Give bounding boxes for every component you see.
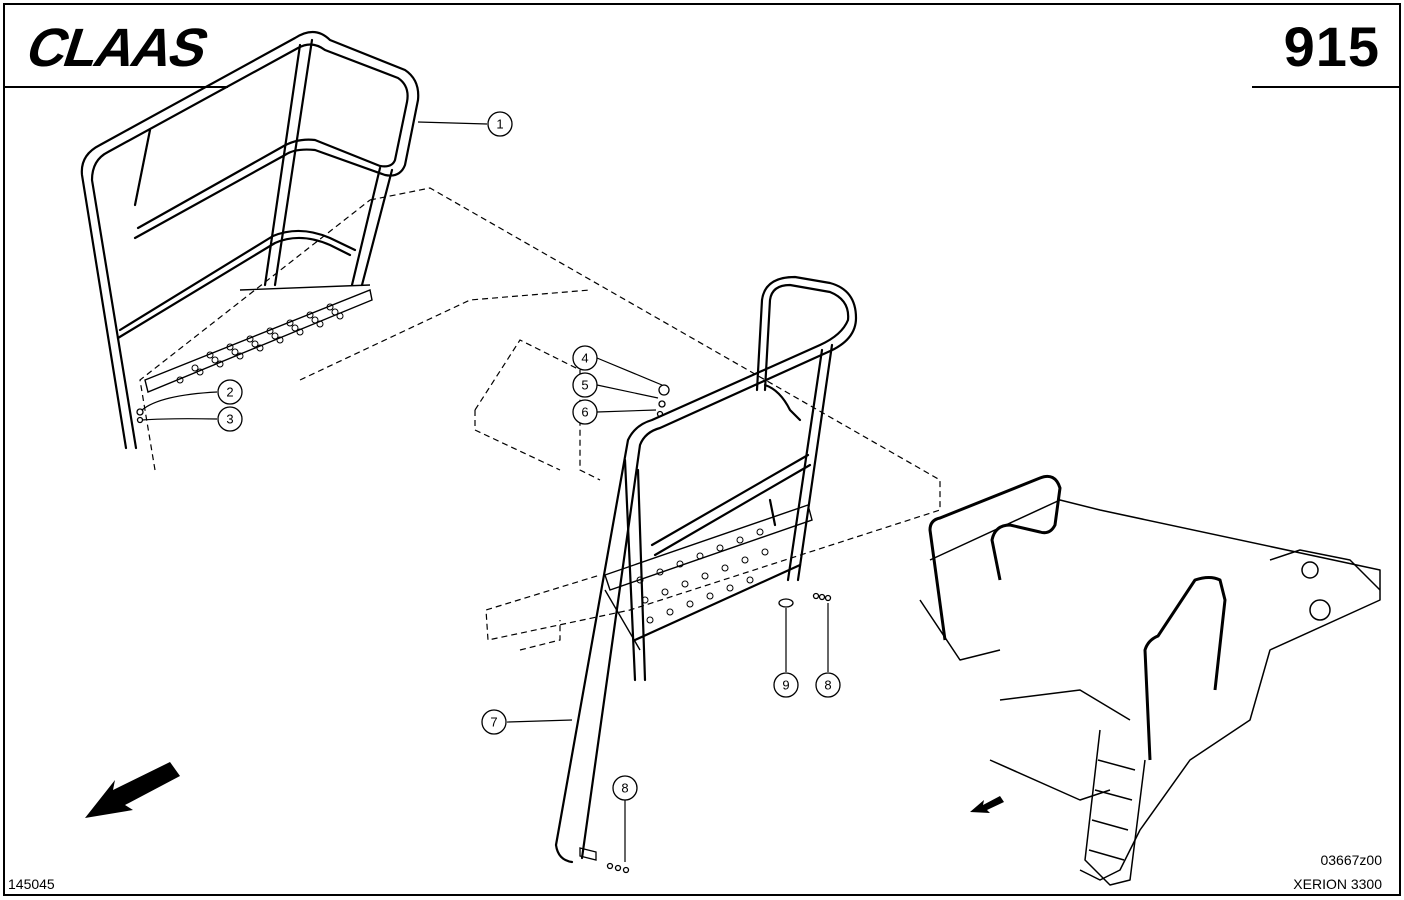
- claas-logo-text: CLAAS: [19, 20, 215, 72]
- callout-8-top: 8: [612, 775, 638, 801]
- drawing-code: 03667z00: [1320, 852, 1382, 868]
- middle-plate-holes: [636, 528, 769, 624]
- svg-text:2: 2: [226, 385, 233, 400]
- callout-7: 7: [481, 709, 507, 735]
- direction-arrow-small: [970, 796, 1004, 813]
- svg-text:6: 6: [581, 405, 588, 420]
- middle-floor-plate: [604, 504, 813, 651]
- svg-text:8: 8: [621, 781, 628, 796]
- model-name: XERION 3300: [1293, 876, 1382, 892]
- claas-logo: CLAAS: [19, 20, 215, 72]
- upper-plate-holes: [176, 303, 344, 384]
- svg-text:9: 9: [782, 678, 789, 693]
- ladder-railing: [554, 275, 858, 864]
- sheet-code: 145045: [8, 876, 55, 892]
- svg-text:8: 8: [824, 678, 831, 693]
- header-rule-left: [3, 86, 228, 88]
- upper-floor-plate: [144, 284, 373, 393]
- callout-8-right: 8: [815, 672, 841, 698]
- callout-3: 3: [217, 406, 243, 432]
- callout-4: 4: [572, 345, 598, 371]
- callout-6: 6: [572, 399, 598, 425]
- drawing-frame: [3, 3, 1401, 896]
- callout-2: 2: [217, 379, 243, 405]
- overview-illustration: [919, 474, 1381, 886]
- platform-outline: [139, 187, 941, 651]
- page-number: 915: [1283, 15, 1380, 78]
- svg-text:5: 5: [581, 378, 588, 393]
- svg-text:3: 3: [226, 412, 233, 427]
- svg-text:4: 4: [581, 351, 588, 366]
- callout-9: 9: [773, 672, 799, 698]
- svg-text:7: 7: [490, 715, 497, 730]
- direction-arrow-large: [85, 762, 180, 818]
- hardware-parts: [136, 384, 832, 874]
- header-rule-right: [1252, 86, 1401, 88]
- callout-leaders: [141, 121, 829, 862]
- upper-railing: [80, 30, 420, 450]
- svg-text:1: 1: [496, 117, 503, 132]
- callout-5: 5: [572, 372, 598, 398]
- callout-1: 1: [487, 111, 513, 137]
